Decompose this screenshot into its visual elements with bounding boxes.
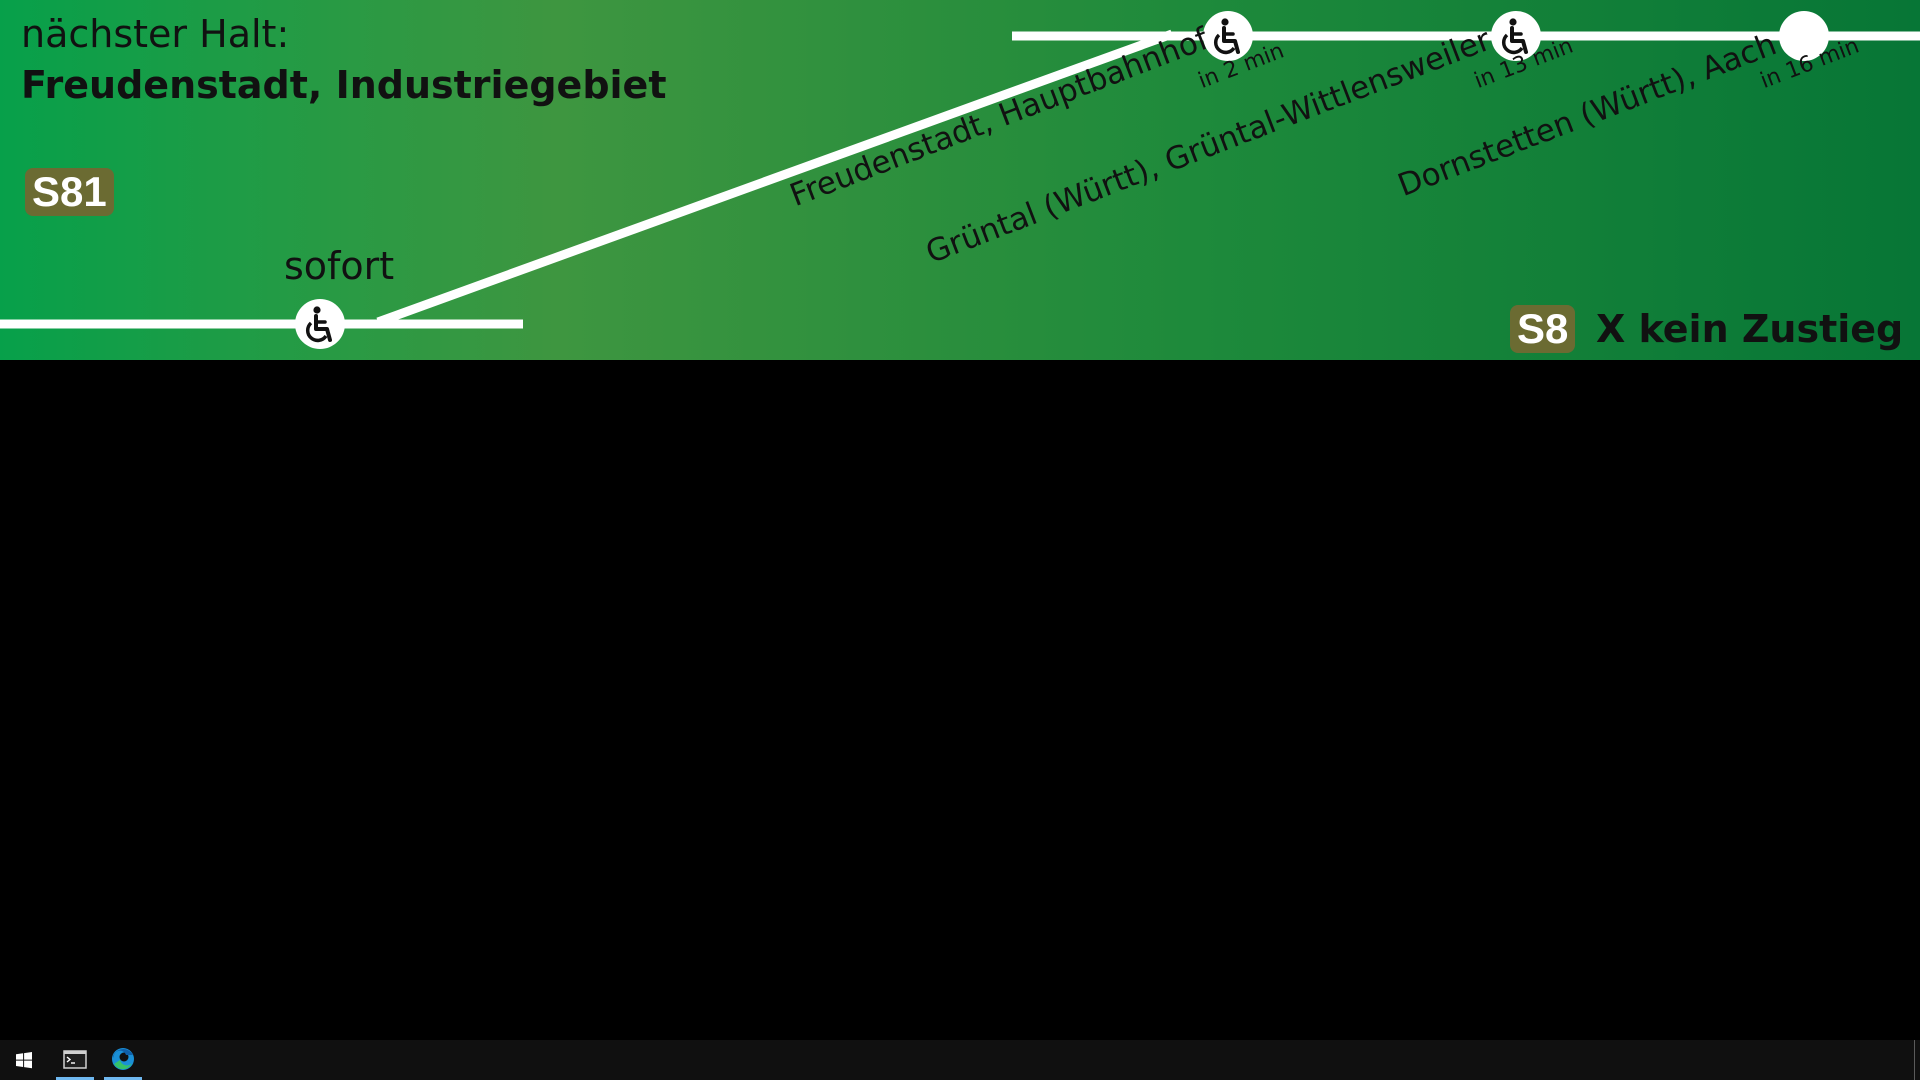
current-stop-node (295, 299, 345, 349)
terminal-taskbar-button[interactable] (54, 1040, 96, 1080)
taskbar (0, 1040, 1920, 1080)
stop-node-hauptbahnhof (1203, 11, 1253, 61)
next-stop-label: nächster Halt: (21, 12, 290, 56)
show-desktop-button[interactable] (1914, 1040, 1920, 1080)
no-boarding-notice: X kein Zustieg (1596, 307, 1904, 351)
route-connector-line (376, 29, 1174, 327)
route-line-diagram (0, 29, 1920, 329)
active-indicator (104, 1077, 142, 1080)
terminal-icon (63, 1050, 87, 1069)
current-stop-time: sofort (284, 244, 395, 288)
wheelchair-icon (305, 306, 332, 343)
wheelchair-icon (1501, 18, 1528, 55)
start-button[interactable] (0, 1040, 48, 1080)
next-stop-name: Freudenstadt, Industriegebiet (21, 63, 667, 107)
edge-taskbar-button[interactable] (102, 1040, 144, 1080)
edge-browser-icon (112, 1048, 134, 1070)
line-badge-current: S81 (25, 168, 114, 216)
stop-node-gruental (1491, 11, 1541, 61)
line-badge-notice: S8 (1510, 305, 1576, 353)
wheelchair-icon (1213, 18, 1240, 55)
windows-start-icon (16, 1052, 32, 1069)
stop-node-aach (1779, 11, 1829, 61)
active-indicator (56, 1077, 94, 1080)
passenger-info-display: nächster Halt: Freudenstadt, Industriege… (0, 0, 1920, 360)
